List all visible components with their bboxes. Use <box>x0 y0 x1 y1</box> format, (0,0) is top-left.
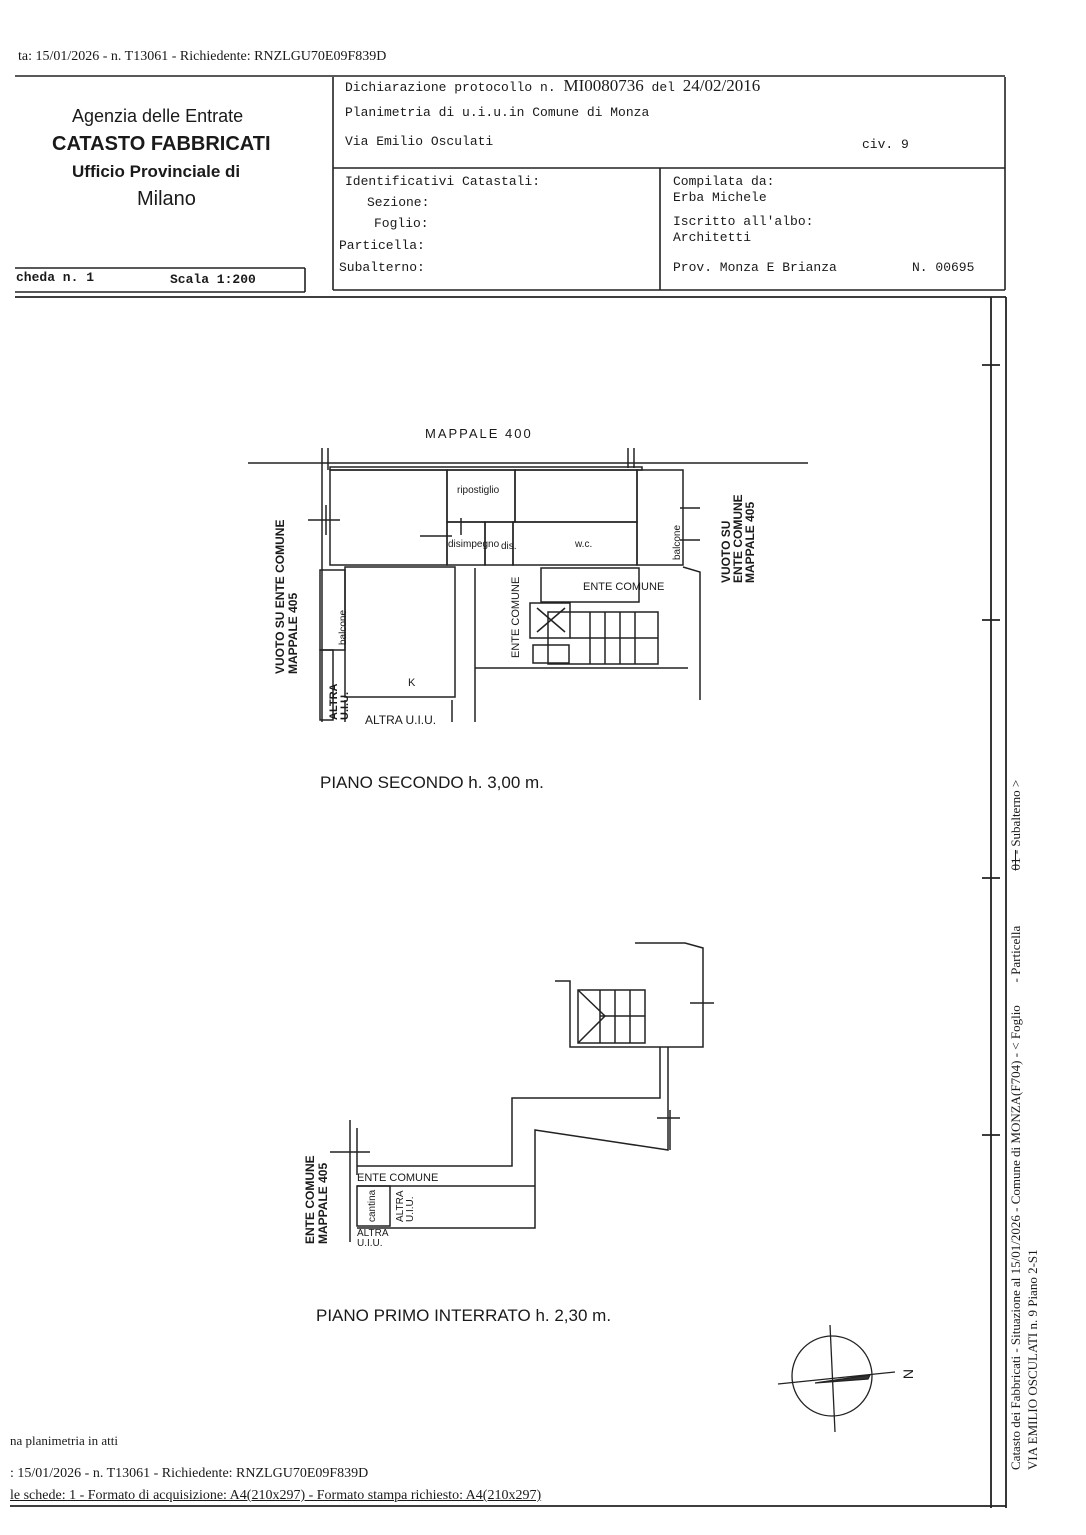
scale: Scala 1:200 <box>170 272 256 287</box>
side-line1-text: Catasto dei Fabbricati - Situazione al 1… <box>1008 1005 1023 1470</box>
scheda-number: cheda n. 1 <box>16 270 95 285</box>
albo-label: Iscritto all'albo: <box>673 214 814 229</box>
subalterno-label: Subalterno: <box>339 260 425 275</box>
footer-line3: le schede: 1 - Formato di acquisizione: … <box>10 1488 542 1503</box>
basement-altra-vertical: ALTRA U.I.U. <box>395 1191 416 1223</box>
right-void-label: VUOTO SU ENTE COMUNE MAPPALE 405 <box>719 494 757 583</box>
room-cantina: cantina <box>367 1189 378 1222</box>
altra-line2: U.I.U. <box>339 691 351 720</box>
main-frame <box>10 296 1007 1508</box>
side-particella: - Particella <box>1008 925 1023 983</box>
room-wc: w.c. <box>575 539 593 550</box>
altra-uiu-vertical: ALTRA U.I.U. <box>328 684 351 720</box>
left-void-label: VUOTO SU ENTE COMUNE MAPPALE 405 <box>273 520 300 674</box>
room-ripostiglio: ripostiglio <box>457 485 500 496</box>
declaration-date: 24/02/2016 <box>682 76 761 95</box>
foglio-label: Foglio: <box>374 216 429 231</box>
basement-altra-bottom: ALTRA U.I.U. <box>357 1229 389 1249</box>
compiler-name: Erba Michele <box>673 190 767 205</box>
basement-left-label: ENTE COMUNE MAPPALE 405 <box>303 1155 330 1244</box>
plan-basement-lines <box>330 942 714 1242</box>
basement-altra-b1: ALTRA <box>357 1228 389 1239</box>
basement-left-line2: MAPPALE 405 <box>316 1162 330 1244</box>
protocol-number: MI0080736 <box>563 76 644 95</box>
right-void-line3: MAPPALE 405 <box>743 501 757 583</box>
date-label: del <box>651 80 675 95</box>
side-struck: 01 - <box>1008 849 1023 871</box>
compiler-province: Prov. Monza E Brianza <box>673 260 837 275</box>
plan-second-floor-lines <box>248 448 808 722</box>
agency-city: Milano <box>137 188 196 210</box>
particella-label: Particella: <box>339 238 425 253</box>
identifiers-title: Identificativi Catastali: <box>345 174 541 189</box>
header-request-line: ta: 15/01/2026 - n. T13061 - Richiedente… <box>18 49 387 64</box>
footer-line1: na planimetria in atti <box>10 1433 118 1448</box>
compiler-label: Compilata da: <box>673 174 775 189</box>
basement-ente-comune: ENTE COMUNE <box>357 1172 439 1184</box>
ente-comune-horizontal: ENTE COMUNE <box>583 581 665 593</box>
side-line1: Catasto dei Fabbricati - Situazione al 1… <box>1007 780 1024 1470</box>
side-subalterno: Subalterno > <box>1008 779 1023 847</box>
albo-value: Architetti <box>673 230 752 245</box>
room-disimpegno: disimpegno <box>448 539 500 550</box>
planimetria-line: Planimetria di u.i.u.in Comune di Monza <box>345 105 650 120</box>
caption-piano-secondo: PIANO SECONDO h. 3,00 m. <box>320 773 544 792</box>
ente-comune-vertical: ENTE COMUNE <box>510 576 522 658</box>
side-situation-text: Catasto dei Fabbricati - Situazione al 1… <box>1007 780 1041 1470</box>
room-k: K <box>408 677 416 689</box>
room-balcone-left: balcone <box>338 609 349 645</box>
protocol-label: Dichiarazione protocollo n. <box>345 80 556 95</box>
protocol-line: Dichiarazione protocollo n. MI0080736 de… <box>345 76 760 98</box>
caption-piano-interrato: PIANO PRIMO INTERRATO h. 2,30 m. <box>316 1306 612 1325</box>
civic-number: civ. 9 <box>862 137 909 152</box>
basement-altra-b2: U.I.U. <box>357 1238 383 1249</box>
altra-uiu-bottom: ALTRA U.I.U. <box>365 713 437 727</box>
agency-name: Agenzia delle Entrate <box>72 106 244 126</box>
agency-office: Ufficio Provinciale di <box>72 162 241 181</box>
sezione-label: Sezione: <box>367 195 430 210</box>
footer-line2: : 15/01/2026 - n. T13061 - Richiedente: … <box>10 1466 369 1481</box>
basement-altra-line2: U.I.U. <box>405 1196 416 1222</box>
room-dis: dis. <box>501 541 517 552</box>
room-balcone-right: balcone <box>672 524 683 560</box>
compiler-number: N. 00695 <box>912 260 975 275</box>
left-void-line2: MAPPALE 405 <box>286 592 300 674</box>
side-line2: VIA EMILIO OSCULATI n. 9 Piano 2-S1 <box>1025 1249 1040 1470</box>
north-label: N <box>900 1368 917 1380</box>
north-compass-icon <box>777 1324 896 1433</box>
street: Via Emilio Osculati <box>345 134 494 149</box>
title-block-frame <box>15 75 1006 293</box>
mappale-400-label: MAPPALE 400 <box>425 426 533 441</box>
agency-catasto: CATASTO FABBRICATI <box>52 133 271 155</box>
